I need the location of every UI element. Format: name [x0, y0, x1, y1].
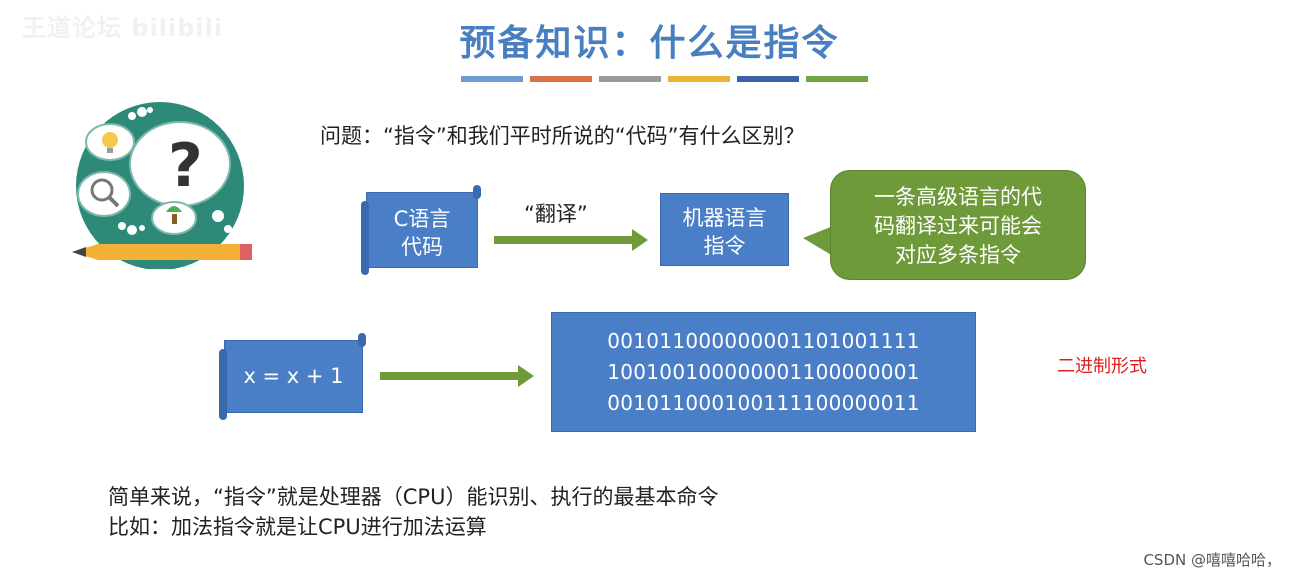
binary-line-2: 100100100000001100000001 — [607, 360, 920, 384]
note-bubble: 一条高级语言的代 码翻译过来可能会 对应多条指令 — [830, 170, 1086, 280]
machine-label-line1: 机器语言 — [682, 206, 767, 230]
c-code-label-line1: C语言 — [393, 207, 451, 231]
watermark: 王道论坛 bilibili — [22, 14, 224, 42]
translate-arrow — [494, 229, 648, 251]
summary-text: 简单来说，“指令”就是处理器（CPU）能识别、执行的最基本命令 比如：加法指令就… — [108, 482, 718, 542]
page-title: 预备知识：什么是指令 — [459, 23, 840, 64]
stripe-gray — [599, 76, 661, 82]
expression-scroll: x = x + 1 — [219, 333, 366, 420]
machine-label-line2: 指令 — [703, 234, 746, 258]
stripe-blue — [461, 76, 523, 82]
stripe-yellow — [668, 76, 730, 82]
c-code-scroll: C语言 代码 — [361, 185, 481, 275]
binary-form-label: 二进制形式 — [1057, 356, 1147, 377]
binary-box: 001011000000001101001111 100100100000001… — [551, 312, 976, 432]
compile-arrow — [380, 365, 534, 387]
binary-line-3: 001011000100111100000011 — [607, 391, 920, 415]
bubble-tail — [803, 226, 833, 256]
thinking-illustration-icon: ? — [72, 102, 252, 269]
stripe-orange — [530, 76, 592, 82]
stripe-navy — [737, 76, 799, 82]
bubble-line3: 对应多条指令 — [895, 243, 1021, 267]
summary-line2: 比如：加法指令就是让CPU进行加法运算 — [108, 515, 487, 539]
svg-text:?: ? — [168, 131, 203, 201]
stripe-green — [806, 76, 868, 82]
binary-line-1: 001011000000001101001111 — [607, 329, 920, 353]
c-code-label-line2: 代码 — [401, 235, 443, 259]
bubble-line1: 一条高级语言的代 — [874, 185, 1042, 209]
question-text: 问题：“指令”和我们平时所说的“代码”有什么区别？ — [320, 124, 805, 148]
expression-text: x = x + 1 — [243, 364, 344, 388]
machine-instruction-box: 机器语言 指令 — [660, 193, 789, 266]
credit-watermark: CSDN @嘻嘻哈哈， — [1143, 551, 1281, 569]
translate-label: “翻译” — [524, 202, 588, 226]
title-underline-stripes — [461, 76, 868, 82]
bubble-line2: 码翻译过来可能会 — [874, 214, 1042, 238]
summary-line1: 简单来说，“指令”就是处理器（CPU）能识别、执行的最基本命令 — [108, 485, 719, 509]
